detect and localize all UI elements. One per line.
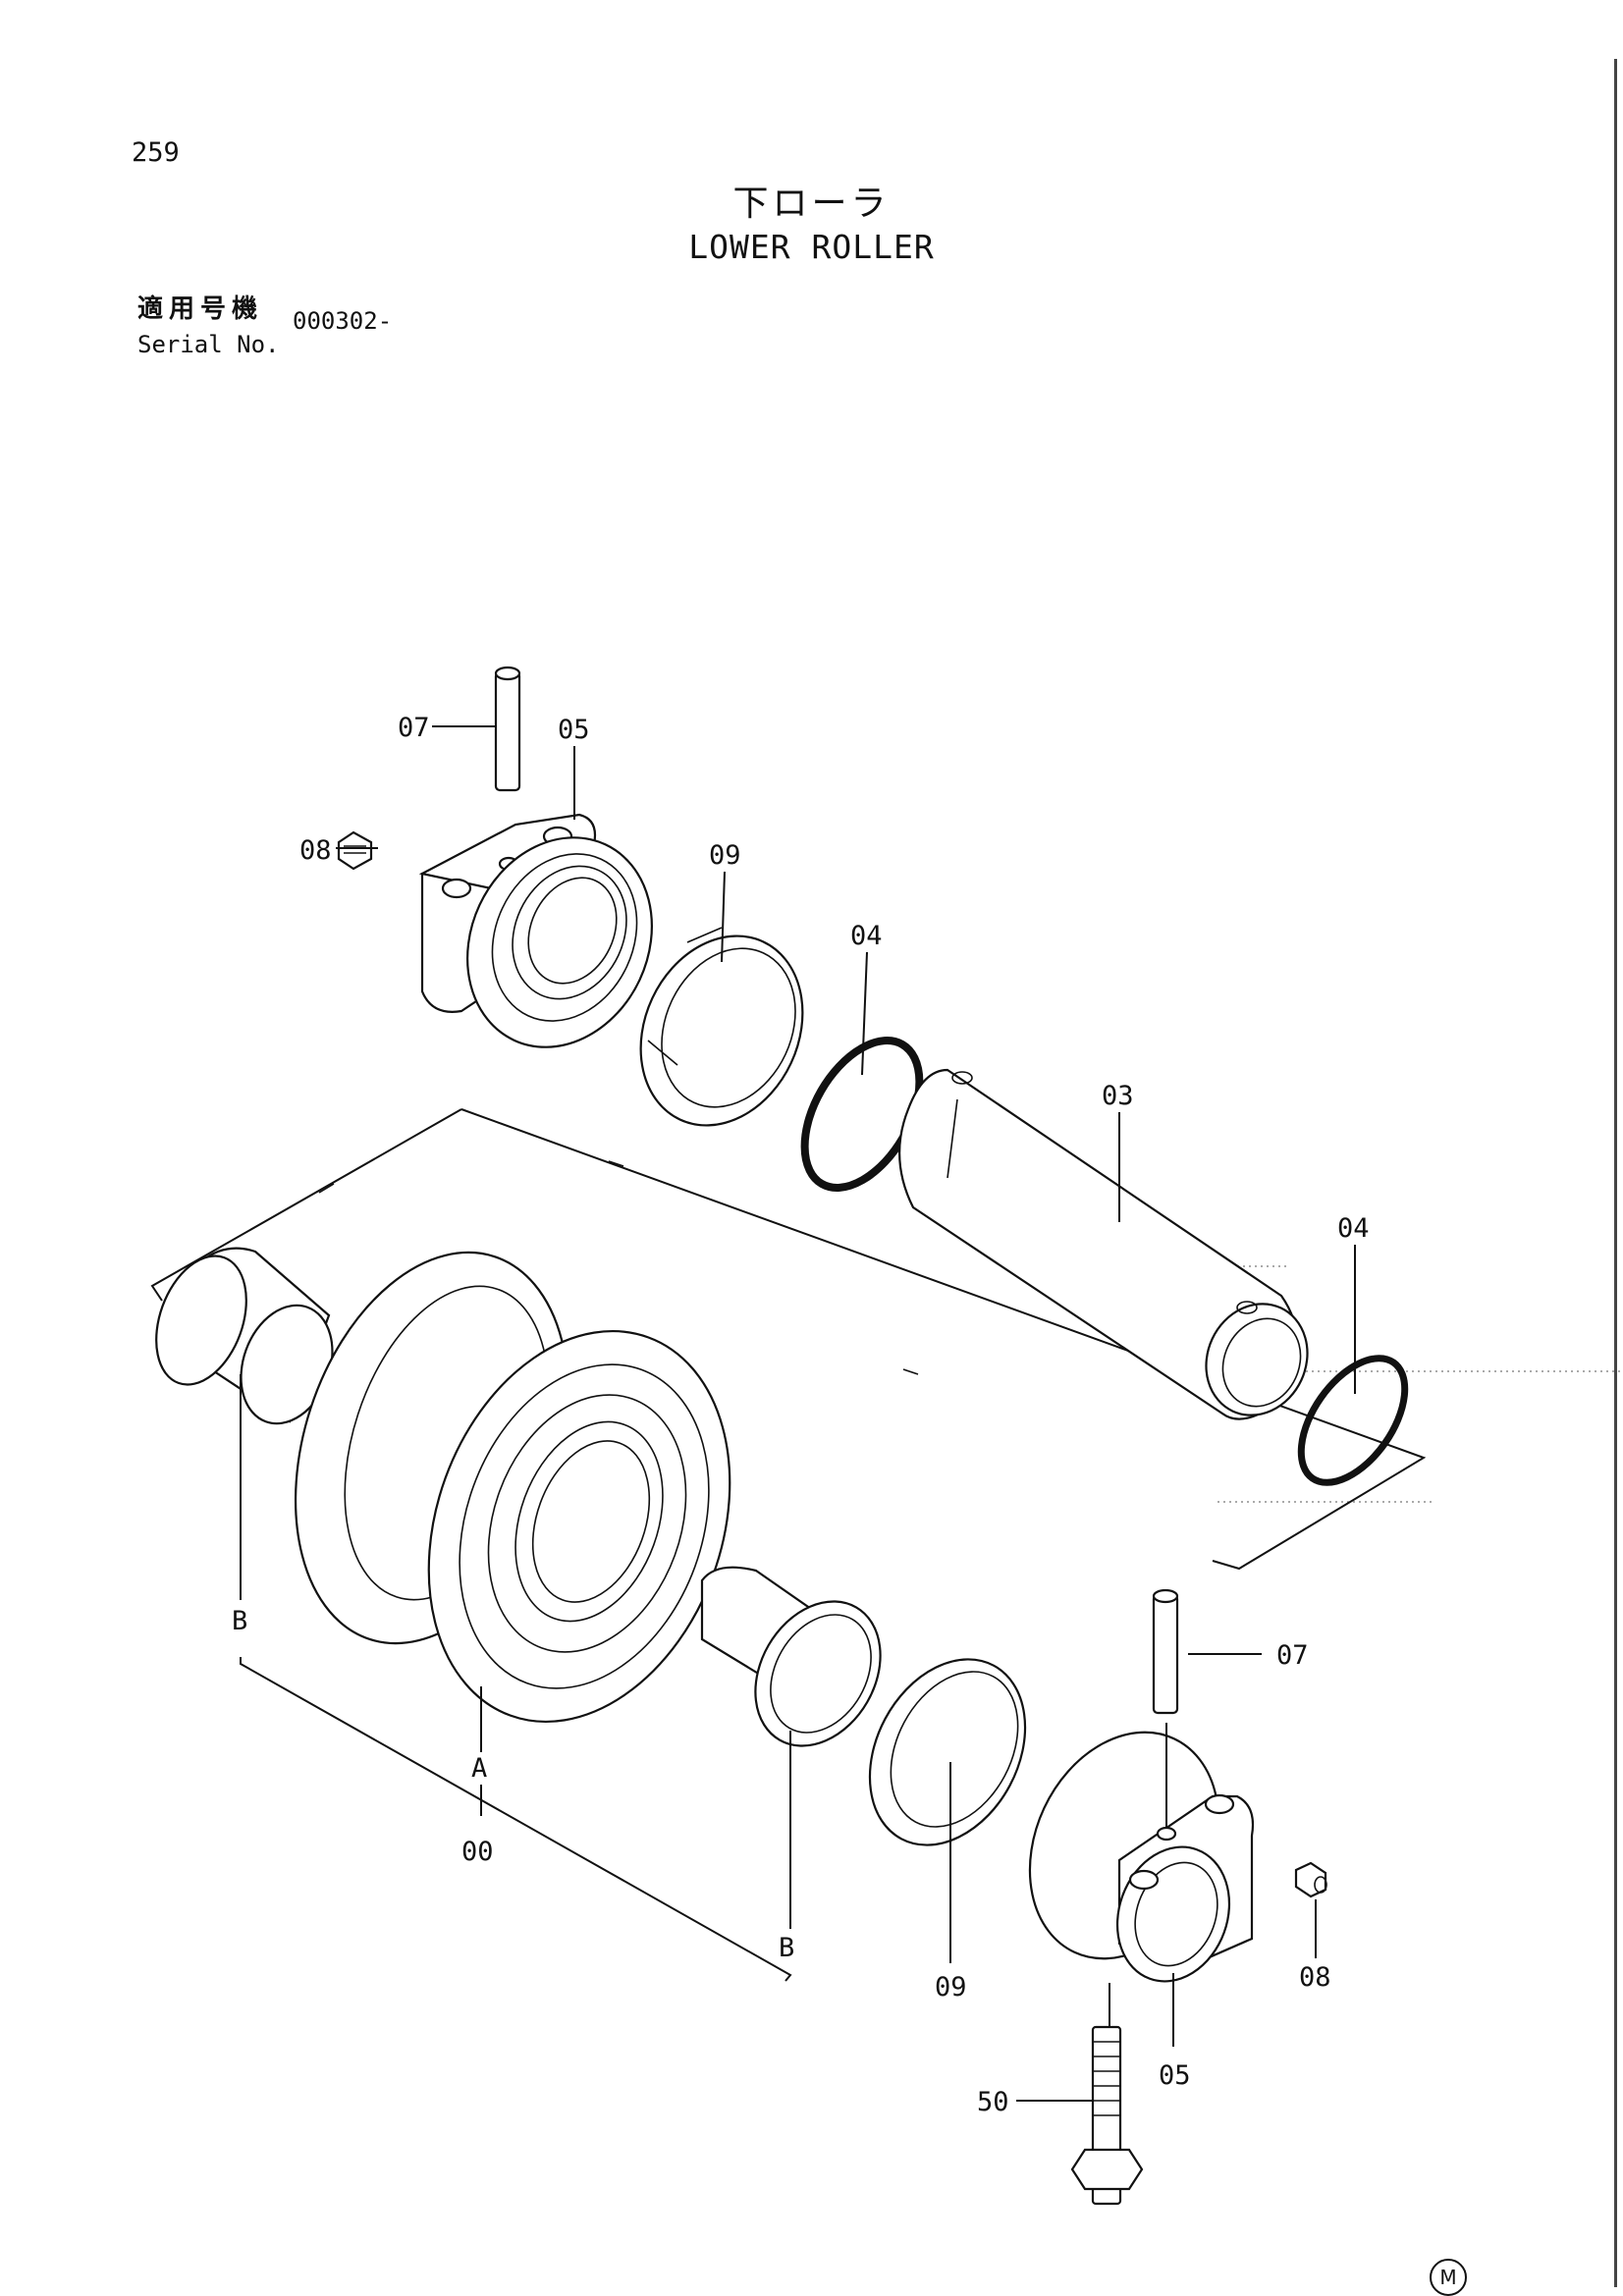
bracket-05-top bbox=[418, 813, 653, 1048]
callout-04-top: 04 bbox=[850, 921, 883, 951]
page-edge-divider bbox=[1614, 59, 1617, 2287]
roller-00 bbox=[294, 1251, 731, 1724]
callout-00: 00 bbox=[461, 1837, 494, 1867]
callout-05-top: 05 bbox=[558, 715, 590, 745]
plug-08-bottom bbox=[1294, 1861, 1327, 1898]
bushing-left bbox=[155, 1247, 334, 1425]
callout-b-left: B bbox=[232, 1606, 247, 1636]
page-number: 259 bbox=[132, 137, 180, 168]
title-japanese: 下ローラ bbox=[732, 184, 891, 224]
bushing-right bbox=[700, 1566, 882, 1747]
callout-08-top: 08 bbox=[299, 835, 332, 866]
callout-07-top: 07 bbox=[398, 713, 430, 743]
bolt-50 bbox=[1070, 2025, 1144, 2206]
serial-label-english: Serial No. bbox=[137, 331, 280, 358]
seal-09-bottom bbox=[868, 1658, 1027, 1846]
leader-lines bbox=[240, 725, 1356, 2102]
callout-a: A bbox=[471, 1753, 487, 1784]
callout-09-top: 09 bbox=[709, 840, 741, 871]
callout-07-bottom: 07 bbox=[1276, 1640, 1309, 1671]
frame-dash bbox=[318, 1160, 919, 1375]
callout-50: 50 bbox=[977, 2087, 1009, 2117]
shaft-03 bbox=[898, 1068, 1309, 1420]
callout-04-right: 04 bbox=[1337, 1213, 1370, 1244]
bracket-05-bottom bbox=[1028, 1731, 1255, 1983]
plug-08-top bbox=[337, 830, 373, 871]
pin-07-bottom bbox=[1152, 1588, 1179, 1715]
assembly-frame bbox=[150, 1108, 1427, 1571]
seal-09-top bbox=[639, 927, 804, 1127]
callout-03: 03 bbox=[1102, 1081, 1134, 1111]
pin-07-top bbox=[494, 666, 521, 792]
serial-number-value: 000302- bbox=[293, 307, 393, 335]
title-english: LOWER ROLLER bbox=[688, 228, 935, 266]
callout-05-bottom: 05 bbox=[1159, 2060, 1191, 2091]
serial-label-japanese: 適用号機 bbox=[137, 294, 264, 324]
callout-09-bottom: 09 bbox=[935, 1972, 967, 2002]
callout-b-bottom: B bbox=[779, 1933, 794, 1963]
callout-08-bottom: 08 bbox=[1299, 1962, 1331, 1993]
callout-labels: 07 05 08 09 04 03 04 B A 00 B 09 07 08 0… bbox=[232, 713, 1370, 2117]
o-ring-04-right bbox=[1297, 1355, 1409, 1486]
